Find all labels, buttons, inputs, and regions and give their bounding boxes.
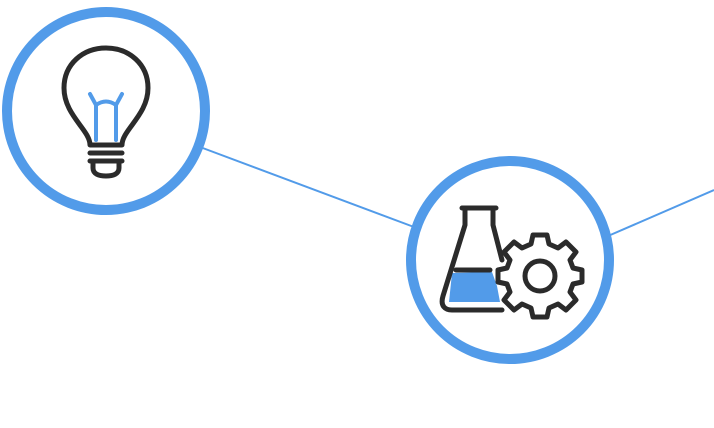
gear-icon	[495, 232, 585, 320]
connector-line-1	[199, 146, 415, 228]
lightbulb-icon	[61, 45, 151, 179]
node-ring	[2, 7, 210, 215]
node-lab	[406, 156, 614, 364]
node-idea	[2, 7, 210, 215]
connector-line-2	[607, 189, 714, 237]
flask-gear-icon	[439, 205, 585, 320]
flask-liquid	[449, 272, 500, 302]
